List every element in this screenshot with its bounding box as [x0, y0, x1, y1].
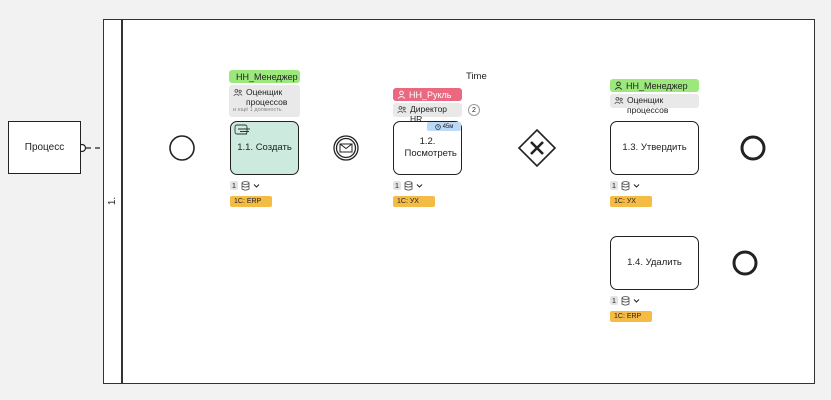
documents-indicator[interactable]: 1	[393, 180, 426, 191]
database-icon	[404, 180, 413, 190]
participant-label: Оценщик процессов	[627, 95, 669, 116]
task-create[interactable]: 1.1. Создать	[230, 121, 299, 175]
task-label: 1.2. Посмотреть	[404, 136, 457, 159]
participant-badge[interactable]: Директор HR	[393, 103, 462, 124]
documents-count: 1	[393, 181, 401, 190]
task-approve[interactable]: 1.3. Утвердить	[610, 121, 699, 175]
users-icon	[233, 89, 243, 97]
task-view[interactable]: 1.2. Посмотреть	[393, 121, 462, 175]
documents-indicator[interactable]: 1	[230, 180, 263, 191]
user-icon	[397, 90, 406, 99]
documents-count: 1	[610, 181, 618, 190]
database-icon	[241, 180, 250, 190]
task-label: 1.1. Создать	[237, 142, 292, 154]
annotation-text[interactable]: Time	[466, 71, 487, 82]
chevron-down-icon[interactable]	[633, 298, 640, 304]
performer-badge[interactable]: НН_Менеджер	[229, 70, 300, 83]
chevron-down-icon[interactable]	[253, 183, 260, 189]
users-icon	[397, 106, 407, 114]
users-icon	[614, 97, 624, 105]
system-badge[interactable]: 1С: ERP	[230, 196, 272, 207]
participant-hint: и ещё 1 должность	[233, 107, 282, 114]
system-badge[interactable]: 1С: УХ	[610, 196, 652, 207]
task-label: 1.3. Утвердить	[622, 142, 687, 154]
performer-badge[interactable]: НН_Рукль	[393, 88, 462, 101]
duration-label: 45м	[442, 123, 454, 130]
participant-label: Директор HR	[410, 104, 448, 125]
documents-count: 1	[230, 181, 238, 190]
clock-icon	[434, 123, 441, 130]
chevron-down-icon[interactable]	[633, 183, 640, 189]
system-badge[interactable]: 1С: ERP	[610, 311, 652, 322]
system-badge[interactable]: 1С: УХ	[393, 196, 435, 207]
task-label: 1.4. Удалить	[627, 257, 682, 269]
performer-label: НН_Рукль	[409, 89, 452, 100]
participant-count[interactable]: 2	[468, 104, 480, 116]
performer-label: НН_Менеджер	[236, 71, 298, 82]
documents-indicator[interactable]: 1	[610, 180, 643, 191]
documents-indicator[interactable]: 1	[610, 295, 643, 306]
documents-count: 1	[610, 296, 618, 305]
database-icon	[621, 295, 630, 305]
lane-header	[121, 19, 123, 384]
performer-label: НН_Менеджер	[626, 80, 688, 91]
participant-badge[interactable]: Оценщик процессов и ещё 1 должность	[229, 85, 300, 117]
participant-label: Оценщик процессов	[246, 87, 288, 108]
external-participant[interactable]: Процесс	[8, 121, 81, 174]
duration-badge: 45м	[427, 122, 461, 131]
user-icon	[614, 81, 623, 90]
chevron-down-icon[interactable]	[416, 183, 423, 189]
participant-badge[interactable]: Оценщик процессов	[610, 94, 699, 115]
task-delete[interactable]: 1.4. Удалить	[610, 236, 699, 290]
performer-badge[interactable]: НН_Менеджер	[610, 79, 699, 92]
database-icon	[621, 180, 630, 190]
pool	[103, 19, 815, 384]
lane-label: 1.	[106, 196, 118, 206]
